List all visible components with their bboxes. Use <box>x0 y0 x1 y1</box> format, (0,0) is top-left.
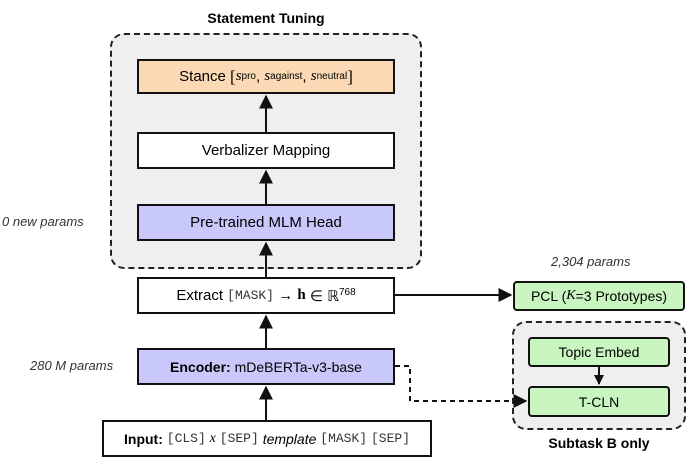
tcln-label: T-CLN <box>578 393 620 410</box>
dashed-arrow-encoder-to-tcln <box>395 365 528 408</box>
input-template-word: template <box>262 430 317 447</box>
input-mask-token: [MASK] <box>320 431 368 446</box>
extract-mask-token: [MASK] <box>227 288 274 303</box>
stance-comma-1: , <box>255 68 261 85</box>
pcl-k-symbol: K <box>566 288 576 303</box>
verbalizer-box: Verbalizer Mapping <box>137 132 395 169</box>
pcl-prototypes-text: =3 Prototypes) <box>575 288 668 304</box>
stance-close-bracket: ] <box>347 66 353 86</box>
topic-embed-box: Topic Embed <box>528 337 670 367</box>
encoder-box: Encoder: mDeBERTa-v3-base <box>137 348 395 385</box>
input-sep2-token: [SEP] <box>370 431 410 446</box>
extract-h-symbol: h <box>297 287 306 303</box>
input-sep-token: [SEP] <box>219 431 259 446</box>
input-bold-label: Input: <box>124 430 163 447</box>
pcl-box: PCL (K=3 Prototypes) <box>513 281 685 311</box>
encoder-params-label: 280 M params <box>30 358 114 373</box>
mlm-head-box: Pre-trained MLM Head <box>137 204 395 241</box>
stance-s-against: s <box>264 68 271 84</box>
stance-sub-neutral: neutral <box>316 71 348 82</box>
stance-comma-2: , <box>302 68 307 85</box>
stance-sub-against: against <box>270 71 303 82</box>
extract-reals-symbol: ℝ <box>327 287 339 305</box>
input-box: Input: [CLS] x [SEP] template [MASK] [SE… <box>102 420 432 457</box>
verbalizer-label: Verbalizer Mapping <box>201 142 331 159</box>
extract-label: Extract <box>176 287 223 304</box>
statement-tuning-title: Statement Tuning <box>207 10 325 26</box>
input-cls-token: [CLS] <box>166 431 206 446</box>
extract-dim: 768 <box>338 287 356 298</box>
subtask-b-title: Subtask B only <box>548 435 650 451</box>
stance-s-pro: s <box>235 68 242 84</box>
stance-open-bracket: [ <box>230 66 236 86</box>
stance-label: Stance <box>179 68 226 85</box>
head-params-label: 0 new params <box>2 214 84 229</box>
stance-s-neutral: s <box>310 68 317 84</box>
stance-sub-pro: pro <box>241 71 256 82</box>
tcln-box: T-CLN <box>528 386 670 417</box>
extract-in-symbol: ∈ <box>309 287 323 305</box>
input-x-symbol: x <box>209 430 216 446</box>
pcl-params-label: 2,304 params <box>551 254 631 269</box>
mlm-head-label: Pre-trained MLM Head <box>190 214 342 231</box>
encoder-bold-label: Encoder: <box>170 358 231 375</box>
extract-arrow: → <box>278 287 294 304</box>
topic-embed-label: Topic Embed <box>558 344 640 360</box>
pcl-label: PCL ( <box>530 288 567 304</box>
encoder-model-name: mDeBERTa-v3-base <box>234 358 362 375</box>
